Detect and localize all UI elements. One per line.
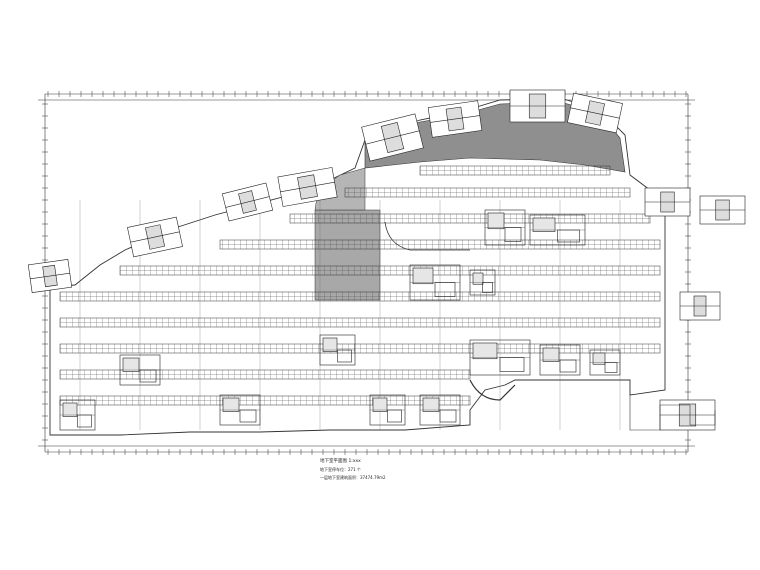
core-room bbox=[487, 212, 505, 230]
core-cluster bbox=[219, 394, 261, 426]
core-room bbox=[387, 409, 402, 423]
tower-footprint bbox=[679, 291, 721, 321]
ramp-lower bbox=[469, 379, 516, 401]
core-room bbox=[322, 337, 338, 352]
tower-footprint bbox=[699, 195, 746, 225]
core-room bbox=[559, 359, 577, 373]
parking-stall-rows bbox=[59, 165, 661, 430]
tower-divider bbox=[30, 272, 70, 280]
tower-divider bbox=[430, 115, 480, 123]
tower-footprint bbox=[127, 216, 183, 258]
tower-footprint bbox=[361, 113, 424, 162]
dimension-ticks-top bbox=[47, 91, 687, 97]
tower-divider bbox=[570, 107, 620, 119]
tower-footprint bbox=[27, 259, 73, 293]
core-room bbox=[372, 397, 388, 412]
core-cluster bbox=[319, 334, 356, 366]
core-cluster bbox=[419, 394, 461, 426]
parking-count: 地下室停车位：271 个 bbox=[320, 467, 361, 472]
core-room bbox=[62, 402, 78, 417]
core-room bbox=[239, 409, 257, 423]
core-cluster bbox=[409, 264, 461, 301]
tower-divider bbox=[280, 181, 335, 193]
tower-divider bbox=[225, 196, 270, 208]
tower-divider bbox=[365, 130, 420, 145]
core-cluster bbox=[469, 339, 531, 376]
core-room bbox=[472, 342, 498, 360]
core-cluster bbox=[469, 269, 496, 296]
core-room bbox=[604, 362, 618, 373]
dimension-frame bbox=[38, 93, 695, 453]
drawing-title: 地下室平面图 bbox=[320, 459, 347, 464]
tower-footprints bbox=[27, 89, 746, 431]
tower-footprint bbox=[509, 89, 566, 123]
core-room bbox=[439, 409, 457, 423]
core-cluster bbox=[484, 209, 526, 246]
dimension-ticks-bottom bbox=[47, 449, 687, 455]
core-room bbox=[122, 357, 140, 372]
core-cluster bbox=[529, 214, 586, 246]
core-room bbox=[412, 267, 434, 285]
tower-footprint bbox=[277, 167, 338, 207]
core-room bbox=[422, 397, 440, 412]
core-cluster bbox=[369, 394, 406, 426]
core-room bbox=[532, 217, 556, 232]
hatched-zone-center bbox=[314, 209, 381, 301]
core-room bbox=[222, 397, 240, 412]
tower-footprint bbox=[659, 399, 716, 431]
core-room bbox=[592, 352, 606, 365]
ramp bbox=[384, 221, 470, 251]
right-exit bbox=[629, 395, 716, 431]
tower-footprint bbox=[567, 92, 623, 134]
core-room bbox=[472, 272, 484, 285]
core-room bbox=[504, 227, 522, 242]
tower-footprint bbox=[221, 182, 274, 222]
core-room bbox=[77, 414, 92, 428]
core-clusters bbox=[59, 209, 621, 431]
tower-footprint bbox=[427, 100, 483, 138]
tower-divider bbox=[130, 231, 180, 243]
core-room bbox=[499, 357, 525, 372]
core-cluster bbox=[59, 399, 96, 431]
core-cluster bbox=[589, 349, 621, 376]
tower-footprint bbox=[644, 187, 691, 217]
drawing-scale: 1:xxx bbox=[348, 459, 361, 464]
core-cluster bbox=[539, 344, 581, 376]
floor-area: 一层地下室建筑面积：37474.79m2 bbox=[320, 475, 386, 480]
core-room bbox=[482, 282, 493, 293]
core-room bbox=[542, 347, 560, 362]
core-cluster bbox=[119, 354, 161, 386]
title-block: 地下室平面图 1:xxx 地下室停车位：271 个 一层地下室建筑面积：3747… bbox=[320, 458, 460, 482]
